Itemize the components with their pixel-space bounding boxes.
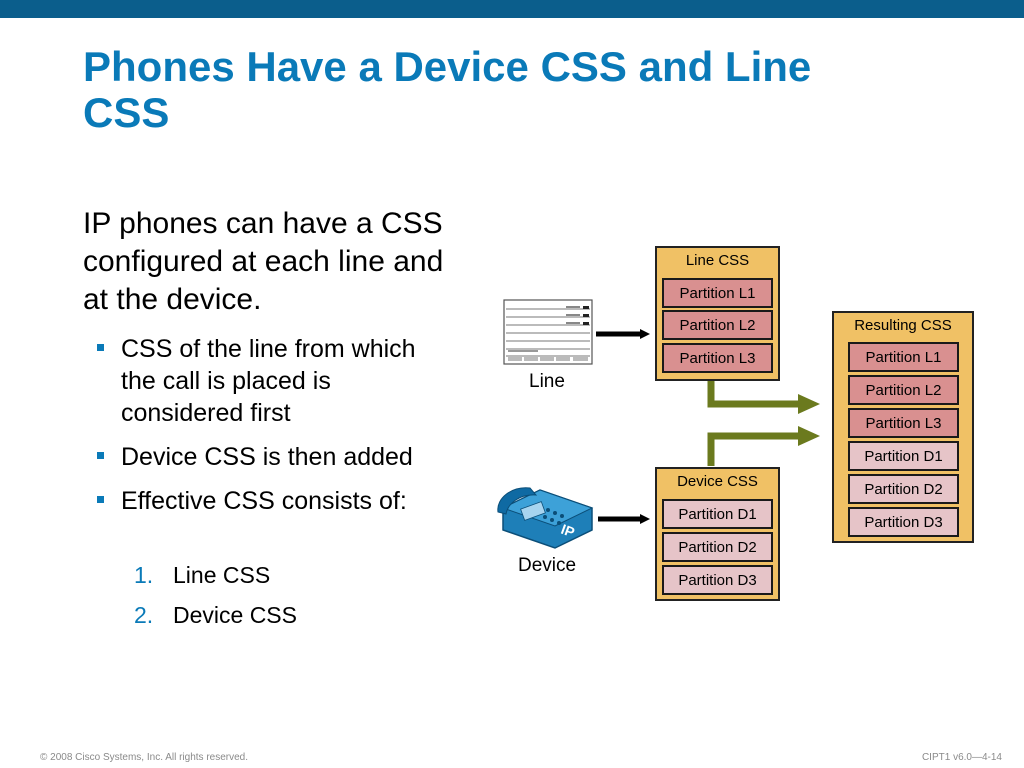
- item-number: 2.: [134, 602, 154, 628]
- device-css-partition-d3: Partition D3: [662, 565, 773, 595]
- item-number: 1.: [134, 562, 154, 588]
- line-css-box: Line CSS Partition L1 Partition L2 Parti…: [655, 246, 780, 381]
- resulting-partition-d3: Partition D3: [848, 507, 959, 537]
- resulting-partition-l2: Partition L2: [848, 375, 959, 405]
- device-css-partition-d2: Partition D2: [662, 532, 773, 562]
- device-css-flow-arrow: [707, 426, 820, 466]
- resulting-partition-l3: Partition L3: [848, 408, 959, 438]
- line-css-title: Line CSS: [685, 252, 750, 269]
- bullet-text: Device CSS is then added: [121, 443, 413, 471]
- resulting-css-box: Resulting CSS Partition L1 Partition L2 …: [832, 311, 974, 543]
- numbered-item: 2. Device CSS: [134, 601, 297, 629]
- slide-id-footer: CIPT1 v6.0—4-14: [921, 752, 1002, 763]
- bullet-item: Device CSS is then added: [97, 441, 457, 473]
- bullet-square-icon: [97, 344, 104, 351]
- resulting-partition-d2: Partition D2: [848, 474, 959, 504]
- bullet-text: Effective CSS consists of:: [121, 487, 407, 515]
- intro-text: IP phones can have a CSS configured at e…: [83, 207, 444, 316]
- numbered-list: 1. Line CSS 2. Device CSS: [134, 561, 297, 641]
- line-css-flow-arrow: [707, 380, 820, 414]
- line-css-partition-l2: Partition L2: [662, 310, 773, 340]
- line-label: Line: [529, 371, 565, 392]
- resulting-partition-d1: Partition D1: [848, 441, 959, 471]
- device-css-box: Device CSS Partition D1 Partition D2 Par…: [655, 467, 780, 601]
- item-text: Device CSS: [173, 602, 297, 628]
- slide-title: Phones Have a Device CSS and Line CSS: [83, 43, 812, 136]
- resulting-partition-l1: Partition L1: [848, 342, 959, 372]
- top-bar: [0, 0, 1024, 18]
- resulting-css-title: Resulting CSS: [854, 317, 952, 334]
- line-display-icon: [503, 299, 593, 365]
- phone-badge: IP: [559, 521, 577, 541]
- item-text: Line CSS: [173, 562, 271, 588]
- ip-phone-icon: [497, 487, 594, 549]
- numbered-item: 1. Line CSS: [134, 561, 297, 589]
- device-label: Device: [518, 555, 577, 576]
- device-css-title: Device CSS: [677, 473, 758, 490]
- copyright-footer: © 2008 Cisco Systems, Inc. All rights re…: [40, 752, 249, 763]
- bullet-item: CSS of the line from which the call is p…: [97, 333, 457, 429]
- line-css-partition-l3: Partition L3: [662, 343, 773, 373]
- bullet-text: CSS of the line from which the call is p…: [121, 335, 416, 427]
- bullet-square-icon: [97, 452, 104, 459]
- bullet-list: CSS of the line from which the call is p…: [97, 333, 457, 529]
- bullet-square-icon: [97, 496, 104, 503]
- bullet-item: Effective CSS consists of:: [97, 485, 457, 517]
- line-css-partition-l1: Partition L1: [662, 278, 773, 308]
- device-css-partition-d1: Partition D1: [662, 499, 773, 529]
